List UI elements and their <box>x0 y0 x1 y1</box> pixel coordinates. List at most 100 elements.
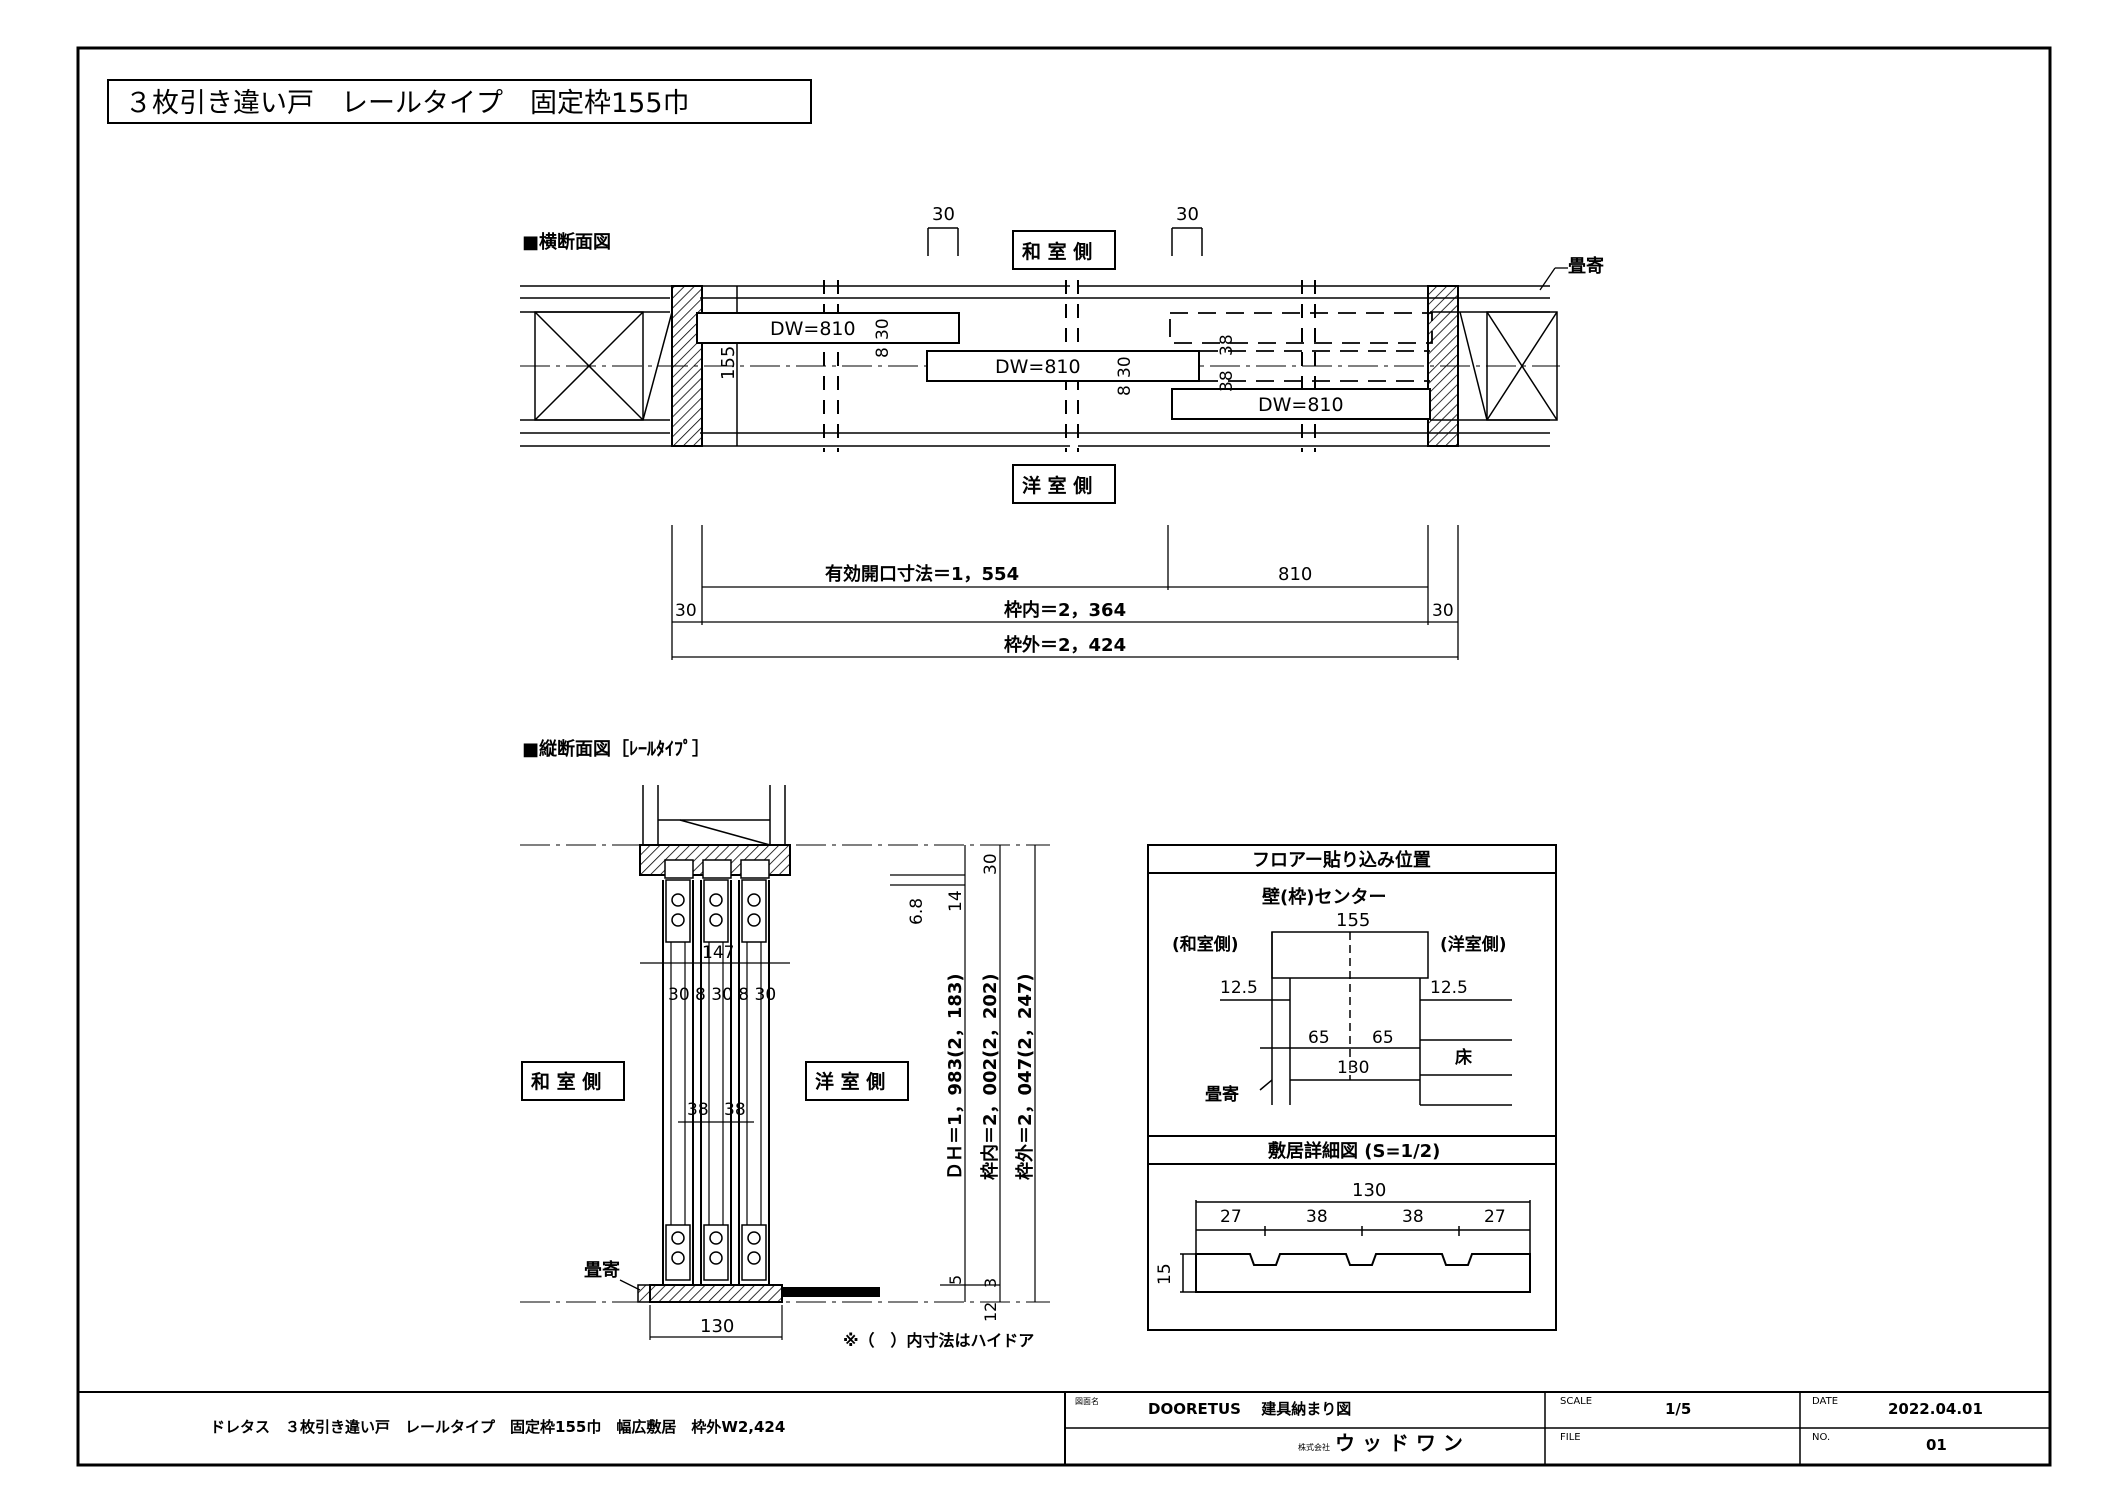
floor-d65a: 65 <box>1308 1028 1330 1048</box>
plan-dim-30a: 30 <box>873 318 893 340</box>
floor-d125-right: 12.5 <box>1430 978 1468 998</box>
plan-door-1-label: DW=810 <box>770 318 856 340</box>
tatami-leader <box>1539 267 1556 291</box>
plan-door-1 <box>696 312 960 344</box>
section-d5: 5 <box>946 1275 965 1285</box>
sill-title: 敷居詳細図 (S=1/2) <box>1268 1140 1440 1162</box>
sill-w130: 130 <box>1352 1180 1386 1201</box>
tb-description: ドレタス ３枚引き違い戸 レールタイプ 固定枠155巾 幅広敷居 枠外W2,42… <box>210 1418 785 1436</box>
plan-top-dim-left-text: 30 <box>932 204 955 225</box>
drawing-title: ３枚引き違い戸 レールタイプ 固定枠155巾 <box>125 88 690 119</box>
plan-dim-inner: 枠内＝2，364 <box>1004 599 1126 621</box>
plan-room-western-box <box>1012 464 1116 504</box>
plan-top-dim-left <box>927 227 959 256</box>
plan-dim-38b: 38 <box>1217 370 1237 392</box>
plan-dim-side-right: 30 <box>1432 601 1454 621</box>
section-hardware-bottom <box>665 1224 767 1281</box>
section-d30: 30 <box>981 853 1001 875</box>
section-w-breakdown: 30 8 30 8 30 <box>668 985 776 1005</box>
plan-dim-810: 810 <box>1278 564 1312 585</box>
title-box <box>107 79 812 124</box>
vertical-section: ■縦断面図［ﾚｰﾙﾀｲﾌﾟ］ <box>520 738 1050 1350</box>
section-tatami-piece <box>637 1284 651 1303</box>
section-tatami-leader <box>619 1279 641 1291</box>
floor-wall-center: 壁(枠)センター <box>1262 886 1386 908</box>
section-w130: 130 <box>700 1316 734 1337</box>
section-hardware-top <box>665 879 767 943</box>
floor-left-room: (和室側) <box>1172 934 1239 955</box>
tb-drawing-name: DOORETUS 建具納まり図 <box>1148 1400 1351 1418</box>
floor-box-title: フロアー貼り込み位置 <box>1252 849 1431 871</box>
section-wall-above <box>642 785 786 846</box>
plan-door-2 <box>926 350 1200 382</box>
floor-floor: 床 <box>1455 1047 1473 1068</box>
plan-dimension-lines <box>671 525 1459 660</box>
plan-dim-8b: 8 <box>1115 385 1135 396</box>
plan-top-dim-right-text: 30 <box>1176 204 1199 225</box>
plan-heading: ■横断面図 <box>522 231 611 253</box>
section-floor-finish <box>782 1287 880 1297</box>
tb-date-label: DATE <box>1812 1396 1838 1407</box>
section-outer: 枠外＝2，047(2，247) <box>1014 973 1036 1180</box>
sill-box: 敷居詳細図 (S=1/2) 130 27 38 38 27 15 <box>1155 1140 1531 1293</box>
floor-d130: 130 <box>1337 1058 1369 1078</box>
plan-room-japanese-box <box>1012 230 1116 270</box>
section-tatami-label: 畳寄 <box>584 1259 620 1281</box>
plan-jamb-left <box>671 285 703 447</box>
floor-d125-left: 12.5 <box>1220 978 1258 998</box>
section-inner: 枠内＝2，002(2，202) <box>979 973 1001 1180</box>
section-height-dims <box>890 845 1036 1302</box>
section-head-groove-1 <box>664 859 694 879</box>
section-dh: ＤＨ＝1，983(2，183) <box>945 973 966 1180</box>
floor-right-room: (洋室側) <box>1440 934 1507 955</box>
section-d12: 12 <box>981 1302 1000 1322</box>
plan-frame-depth: 155 <box>718 346 739 380</box>
section-room-western-box <box>805 1061 909 1101</box>
tb-no-label: NO. <box>1812 1432 1830 1443</box>
section-room-japanese-box <box>521 1061 625 1101</box>
section-note: ※（ ）内寸法はハイドア <box>843 1331 1034 1350</box>
section-heading: ■縦断面図［ﾚｰﾙﾀｲﾌﾟ］ <box>522 738 710 760</box>
section-room-japanese: 和 室 側 <box>531 1070 601 1093</box>
section-sill <box>649 1284 783 1303</box>
tb-company: ウ ッ ド ワ ン <box>1335 1431 1463 1455</box>
plan-door-2-label: DW=810 <box>995 356 1081 378</box>
tb-file-label: FILE <box>1560 1432 1581 1443</box>
tb-scale-label: SCALE <box>1560 1396 1592 1407</box>
plan-section: ■横断面図 30 30 和 室 側 洋 室 側 <box>520 204 1604 660</box>
section-head-groove-3 <box>740 859 770 879</box>
section-head-groove-2 <box>702 859 732 879</box>
plan-dim-side-left: 30 <box>675 601 697 621</box>
plan-dim-outer: 枠外＝2，424 <box>1004 634 1126 656</box>
section-d3: 3 <box>981 1278 1000 1288</box>
plan-dim-effective: 有効開口寸法＝1，554 <box>825 563 1019 585</box>
tb-date: 2022.04.01 <box>1888 1400 1983 1418</box>
sill-h15: 15 <box>1155 1263 1175 1285</box>
floor-w155: 155 <box>1336 910 1370 931</box>
sill-w38b: 38 <box>1402 1207 1424 1227</box>
section-doors <box>662 880 770 1285</box>
plan-door-ghost <box>1169 312 1433 382</box>
plan-door-3 <box>1171 388 1431 420</box>
sill-w38a: 38 <box>1306 1207 1328 1227</box>
plan-dim-8a: 8 <box>873 347 893 358</box>
tb-drawing-name-label: 図面名 <box>1075 1396 1099 1406</box>
title-block <box>78 1391 2050 1465</box>
section-d68: 6.8 <box>907 898 927 925</box>
tb-no: 01 <box>1926 1436 1947 1454</box>
sill-w27a: 27 <box>1220 1207 1242 1227</box>
floor-d65b: 65 <box>1372 1028 1394 1048</box>
floor-box: フロアー貼り込み位置 壁(枠)センター 155 (和室側) (洋室側) 12.5… <box>1147 844 1557 1331</box>
plan-tatami-label: 畳寄 <box>1568 255 1604 277</box>
floor-tatami: 畳寄 <box>1205 1084 1239 1105</box>
sill-w27b: 27 <box>1484 1207 1506 1227</box>
plan-top-dim-right <box>1171 227 1203 256</box>
plan-room-western: 洋 室 側 <box>1022 474 1092 497</box>
plan-jamb-right <box>1427 285 1459 447</box>
section-width-dims <box>640 962 790 1340</box>
section-w147: 147 <box>702 943 734 963</box>
section-w38b: 38 <box>724 1100 746 1120</box>
plan-dim-38a: 38 <box>1217 334 1237 356</box>
section-room-western: 洋 室 側 <box>815 1070 885 1093</box>
